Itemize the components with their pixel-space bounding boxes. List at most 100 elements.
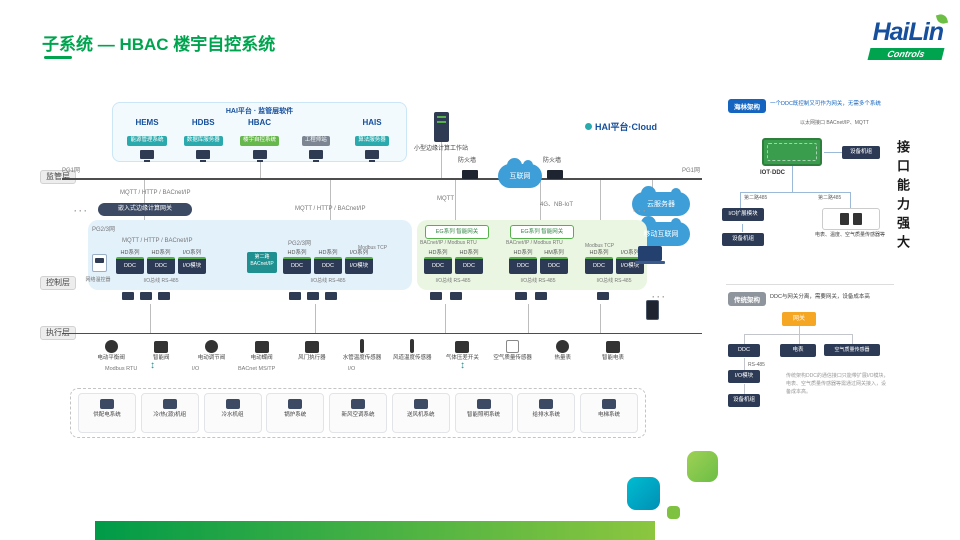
duct-temp-sensor-icon: [410, 339, 415, 353]
monitor-icon: [308, 150, 323, 162]
platform-item-name: 算法服务器: [355, 136, 389, 146]
decor-square-green: [687, 451, 718, 482]
monitor-icon: [365, 150, 379, 162]
platform-item-abbr: [289, 118, 343, 128]
layer-tab-supervision: 监管层: [40, 170, 76, 184]
unit-series-label: I/O系列: [182, 250, 202, 256]
connector-line: [540, 180, 541, 225]
platform-item-abbr: HAIS: [362, 118, 382, 127]
device-bus-label: BACnet MS/TP: [238, 366, 276, 372]
unit-chip: DDC: [540, 257, 568, 274]
display-icon: [307, 292, 319, 300]
ddc-unit: I/O系列 I/O模块: [345, 250, 373, 274]
platform-item: 工程师站: [289, 118, 343, 162]
ddc-unit: HD系列 DDC: [424, 250, 452, 274]
monitor-icon: [196, 150, 211, 162]
protocol-label: 4G、NB-IoT: [540, 202, 574, 208]
device-label: 智能阀: [153, 355, 170, 361]
sensors-box: [822, 208, 880, 230]
page-title: 子系统 — HBAC 楼宇自控系统: [42, 35, 276, 54]
logo-text: HaiLin: [838, 12, 949, 45]
unit-series-label: HD系列: [459, 250, 479, 256]
platform-item: HEMS 能源管理系统: [120, 118, 174, 162]
ddc-unit: HM系列 DDC: [540, 250, 568, 274]
io-bus-label: I/O总线 RS-485: [596, 278, 632, 284]
display-icon: [122, 292, 134, 300]
platform-item-name: 楼宇自控系统: [239, 136, 279, 146]
display-icon: [158, 292, 170, 300]
firewall-label: 防火墙: [543, 158, 562, 164]
ddc-unit: HD系列 DDC: [585, 250, 613, 274]
panel-desc-hailin: 一个DDC既控制又可作为网关，无需多个系统: [770, 101, 881, 107]
system-box: 冷/热(源)机组: [140, 393, 199, 433]
branch-bus-label: 第二路485: [744, 195, 768, 201]
legacy-note: 传统架构DDC的通信接口只能带扩展I/O模块，电表、空气质量传感器等需通过网关接…: [786, 373, 889, 395]
eg-gateway-box: EG系列 智能网关: [425, 225, 489, 239]
platform-item-name: 能源管理系统: [127, 136, 167, 146]
display-icon: [597, 292, 609, 300]
protocol-label: PG2/3网: [92, 227, 116, 233]
connector-line: [744, 358, 745, 370]
unit-series-label: I/O系列: [620, 250, 640, 256]
monitor-icon: [140, 150, 154, 162]
device-item: 热量表: [538, 337, 588, 361]
device-item: 电动平衡阀: [86, 337, 136, 361]
hailin-logo: HaiLin Controls: [838, 12, 949, 60]
device-label: 智能电表: [601, 355, 624, 361]
balancing-valve-icon: [104, 340, 118, 353]
connector-line: [740, 192, 851, 193]
protocol-label: BACnet/IP / Modbus RTU: [506, 240, 563, 246]
protocol-label: MQTT: [437, 196, 454, 202]
connector-line: [315, 304, 316, 333]
device-label: 空气质量传感器: [493, 355, 532, 361]
regulating-valve-icon: [204, 340, 218, 353]
device-item: 智能电表: [588, 337, 638, 361]
platform-item-name: 数据库服务器: [183, 136, 223, 146]
unit-chip: I/O模块: [178, 257, 206, 274]
platform-header: HAI平台 · 监管层软件: [225, 108, 294, 115]
meter-box: 电表: [780, 344, 816, 357]
edge-workstation-icon: [434, 112, 449, 142]
sensor-icon: [853, 213, 862, 225]
system-label: 冷/热(源)机组: [153, 412, 187, 418]
equipment-unit-box: 设备机组: [728, 394, 760, 407]
iot-ddc-label: IOT·DDC: [760, 170, 785, 176]
device-label: 电动平衡阀: [97, 355, 125, 361]
unit-chip: DDC: [147, 257, 175, 274]
unit-chip: DDC: [509, 257, 537, 274]
system-icon: [225, 399, 240, 409]
branch-bus-label: 第二路485: [818, 195, 842, 201]
ddc-unit: HD系列 DDC: [455, 250, 483, 274]
system-icon: [100, 399, 114, 409]
logo-subtext: Controls: [867, 48, 945, 60]
device-item: 智能阀: [136, 337, 186, 361]
system-label: 智能照明系统: [466, 412, 500, 418]
aq-sensor-box: 空气质量传感器: [824, 344, 880, 356]
decor-square-small: [667, 506, 680, 519]
connector-line: [744, 334, 853, 335]
unit-chip: I/O模块: [345, 257, 373, 274]
ethernet-label: 以太网接口 BACnet/IP、MQTT: [800, 120, 869, 126]
device-bus-label: I/O: [192, 366, 200, 372]
io-bus-label: I/O总线 RS-485: [520, 278, 556, 284]
device-label: 风道温度传感器: [392, 355, 432, 361]
display-icon: [289, 292, 301, 300]
decor-square-teal: [627, 477, 660, 510]
platform-item: HDBS 数据库服务器: [176, 118, 230, 162]
gateway-box: 网关: [782, 312, 816, 326]
platform-items: HEMS 能源管理系统 HDBS 数据库服务器 HBAC 楼宇自控系统 工程师站…: [113, 116, 406, 162]
unit-chip: DDC: [283, 257, 311, 274]
ddc-unit: HD系列 DDC: [509, 250, 537, 274]
connector-line: [441, 142, 442, 178]
system-icon: [602, 399, 616, 409]
connector-line: [792, 166, 793, 192]
systems-container: 供配电系统 冷/热(源)机组 冷水机组 锅炉系统 新风空调系统 送风机系统 智能…: [70, 388, 646, 438]
eg-gateway-box: EG系列 智能网关: [510, 225, 574, 239]
bus-line-supervision: [62, 178, 702, 180]
io-expansion-box: I/O扩展模块: [722, 208, 764, 221]
io-bus-label: I/O总线 RS-485: [435, 278, 471, 284]
display-icon: [515, 292, 527, 300]
air-quality-sensor-icon: [506, 340, 520, 353]
unit-series-label: HD系列: [428, 250, 448, 256]
